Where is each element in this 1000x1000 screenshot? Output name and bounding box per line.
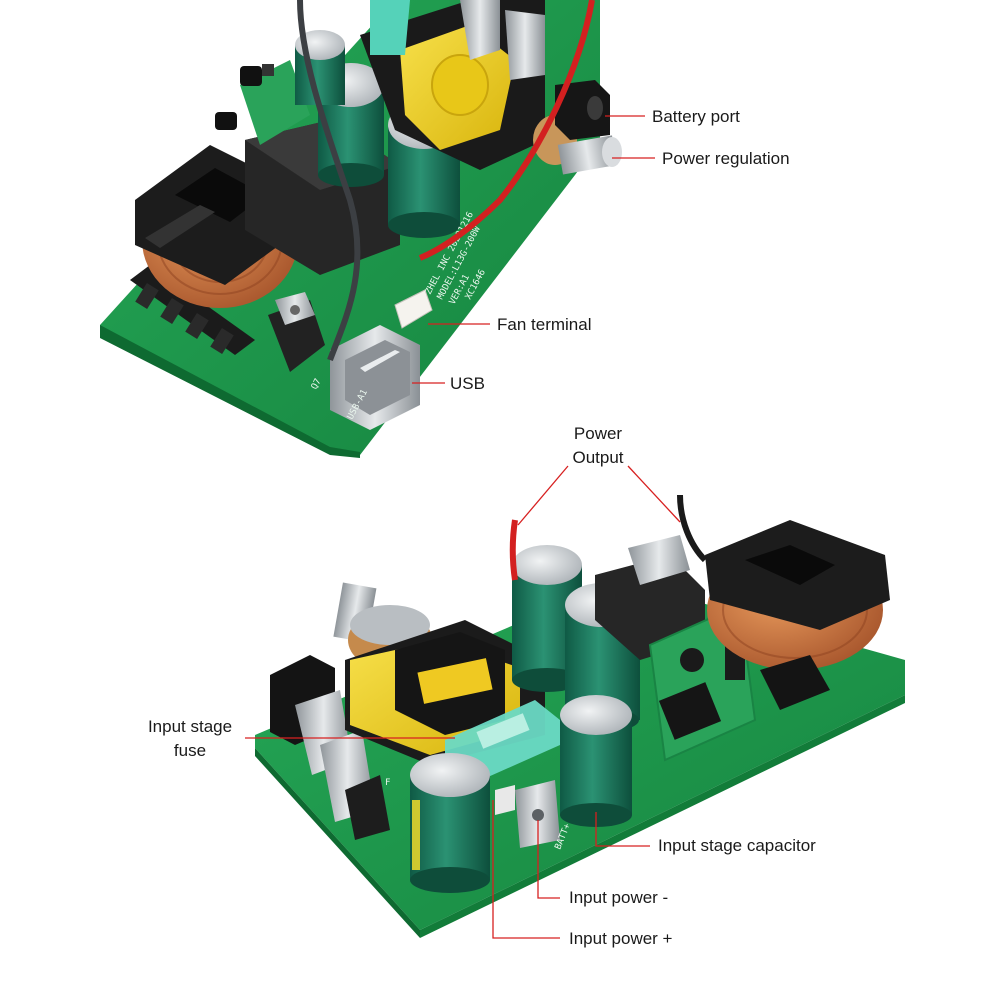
leader-input-capacitor <box>595 812 650 847</box>
top-fan-connector <box>394 289 433 329</box>
leader-power-output-left <box>517 465 569 526</box>
bottom-capacitor-front <box>560 695 632 827</box>
label-usb: USB <box>450 374 485 393</box>
bottom-heatsinks <box>295 690 390 840</box>
label-power-regulation: Power regulation <box>662 149 790 168</box>
bottom-copper-coil <box>705 520 890 710</box>
bottom-board: BATT+ F <box>255 494 905 938</box>
label-input-fuse: Input stage fuse <box>135 715 245 763</box>
bottom-terminals <box>495 780 560 848</box>
label-input-power-plus: Input power + <box>569 929 673 948</box>
top-yellow-transformer <box>360 0 545 170</box>
leader-power-output-right <box>627 465 681 523</box>
label-input-fuse-line1: Input stage <box>147 717 233 736</box>
bottom-silk-f: F <box>385 778 390 788</box>
top-board: ZHEL INC 20201216 MODEL:L13G-200W VER:A1… <box>100 0 622 458</box>
label-input-capacitor: Input stage capacitor <box>658 836 816 855</box>
leader-input-plus <box>492 800 560 939</box>
label-fan-terminal: Fan terminal <box>497 315 592 334</box>
label-power-output-line2: Output <box>572 448 624 467</box>
top-to220 <box>268 292 325 372</box>
top-black-wire <box>297 0 361 362</box>
top-daughter-board <box>215 60 310 145</box>
label-battery-port: Battery port <box>652 107 740 126</box>
bottom-capacitor-left <box>410 753 490 893</box>
bottom-usb-port <box>628 535 690 585</box>
label-input-power-minus: Input power - <box>569 888 669 907</box>
top-usb-port <box>330 325 420 430</box>
top-red-wire <box>418 0 595 261</box>
bottom-driver-board <box>648 603 757 762</box>
leader-input-minus <box>537 820 560 899</box>
bottom-black-wire <box>677 494 708 563</box>
top-heatsinks <box>370 0 545 80</box>
label-input-fuse-line2: fuse <box>173 741 207 760</box>
top-silk-q7: Q7 <box>310 377 324 391</box>
bottom-red-wire <box>509 519 518 581</box>
label-power-output-line1: Power <box>573 424 623 443</box>
top-battery-jack <box>555 80 610 140</box>
label-power-output: Power Output <box>548 422 648 470</box>
leader-lines <box>245 115 681 939</box>
top-pin-header <box>130 265 255 355</box>
